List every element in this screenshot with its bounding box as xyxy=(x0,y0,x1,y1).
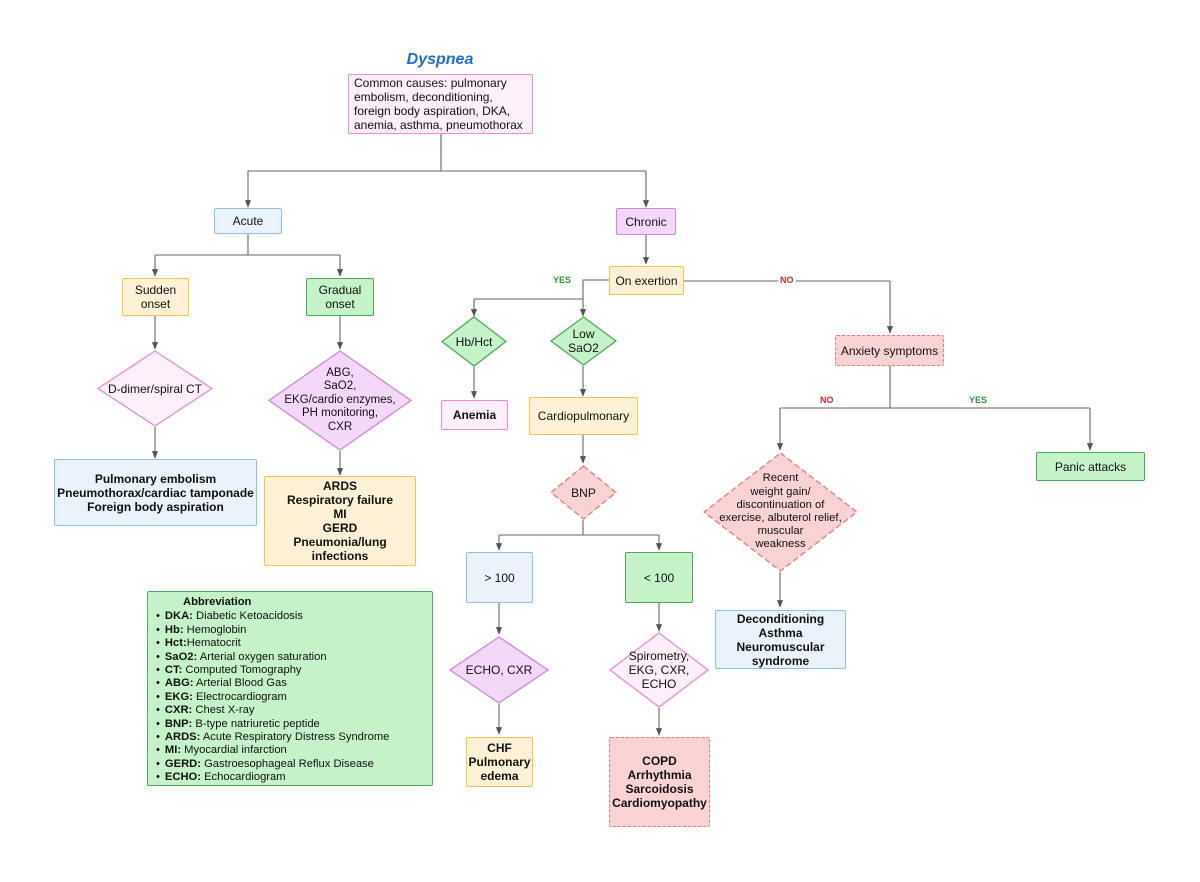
bnp-diamond: BNP xyxy=(549,465,618,520)
abbreviation-definition: Acute Respiratory Distress Syndrome xyxy=(200,731,390,744)
deconditioning-box: Deconditioning Asthma Neuromuscular synd… xyxy=(715,610,846,669)
anemia-label: Anemia xyxy=(452,408,497,422)
abbreviation-item: GERD: Gastroesophageal Reflux Disease xyxy=(156,758,426,771)
sudden-onset-label: Sudden onset xyxy=(134,283,177,311)
anxiety-no-label: NO xyxy=(818,395,836,405)
abbreviation-definition: Diabetic Ketoacidosis xyxy=(192,610,303,623)
cardiopulmonary-box: Cardiopulmonary xyxy=(529,397,638,435)
d-dimer-label: D-dimer/spiral CT xyxy=(107,381,202,396)
abbreviation-item: ECHO: Echocardiogram xyxy=(156,771,426,784)
abbreviation-definition: Arterial Blood Gas xyxy=(193,677,287,690)
abbreviation-term: CT: xyxy=(164,664,183,677)
low-sao2-diamond: Low SaO2 xyxy=(549,316,618,366)
abbreviation-item: BNP: B-type natriuretic peptide xyxy=(156,718,426,731)
on-exertion-box: On exertion xyxy=(609,266,684,295)
abbreviation-term: CXR: xyxy=(164,704,193,717)
copd-box: COPD Arrhythmia Sarcoidosis Cardiomyopat… xyxy=(609,737,710,827)
bnp-low-label: < 100 xyxy=(643,570,675,585)
abbreviation-term: Hb: xyxy=(164,623,184,636)
low-sao2-label: Low SaO2 xyxy=(568,327,599,355)
recent-weight-gain-diamond: Recent weight gain/ discontinuation of e… xyxy=(702,452,859,572)
abbreviation-definition: Myocardial infarction xyxy=(181,744,287,757)
abbreviation-term: ABG: xyxy=(164,677,194,690)
on-exertion-label: On exertion xyxy=(615,273,678,288)
abbreviation-item: DKA: Diabetic Ketoacidosis xyxy=(156,610,426,623)
abbreviation-item: EKG: Electrocardiogram xyxy=(156,691,426,704)
abbreviation-definition: Hematocrit xyxy=(186,637,241,650)
abbreviation-item: Hct:Hematocrit xyxy=(156,637,426,650)
gradual-onset-box: Gradual onset xyxy=(306,278,374,316)
anxiety-symptoms-box: Anxiety symptoms xyxy=(835,335,944,366)
abbreviation-term: EKG: xyxy=(164,690,193,703)
anxiety-symptoms-label: Anxiety symptoms xyxy=(840,343,939,358)
anemia-box: Anemia xyxy=(441,400,508,430)
abbreviation-term: ECHO: xyxy=(164,771,201,784)
chronic-label: Chronic xyxy=(625,214,667,229)
acute-box: Acute xyxy=(214,208,282,234)
panic-attacks-label: Panic attacks xyxy=(1054,459,1127,474)
common-causes-text: Common causes: pulmonary embolism, decon… xyxy=(354,76,523,132)
echo-cxr-diamond: ECHO, CXR xyxy=(448,636,550,704)
copd-text: COPD Arrhythmia Sarcoidosis Cardiomyopat… xyxy=(612,754,707,810)
diagram-title: Dyspnea xyxy=(406,51,474,68)
exertion-no-label: NO xyxy=(778,275,796,285)
deconditioning-text: Deconditioning Asthma Neuromuscular synd… xyxy=(736,611,825,668)
abbreviation-term: BNP: xyxy=(164,717,193,730)
abbreviation-term: GERD: xyxy=(164,757,201,770)
abbreviation-definition: B-type natriuretic peptide xyxy=(192,717,320,730)
abg-tests-label: ABG, SaO2, EKG/cardio enzymes, PH monito… xyxy=(284,366,396,433)
exertion-yes-label: YES xyxy=(551,275,574,285)
spirometry-diamond: Spirometry, EKG, CXR, ECHO xyxy=(608,632,710,708)
abbreviation-definition: Gastroesophageal Reflux Disease xyxy=(200,757,374,770)
acute-label: Acute xyxy=(232,214,264,228)
abbreviation-definition: Echocardiogram xyxy=(200,771,286,784)
acute-gradual-diagnoses-text: ARDS Respiratory failure MI GERD Pneumon… xyxy=(286,479,394,563)
chf-text: CHF Pulmonary edema xyxy=(468,741,531,783)
abbreviation-item: SaO2: Arterial oxygen saturation xyxy=(156,651,426,664)
abbreviation-item: ARDS: Acute Respiratory Distress Syndrom… xyxy=(156,731,426,744)
abbreviation-definition: Computed Tomography xyxy=(182,664,302,677)
hb-hct-diamond: Hb/Hct xyxy=(440,316,508,367)
acute-sudden-diagnoses-box: Pulmonary embolism Pneumothorax/cardiac … xyxy=(54,459,257,526)
abbreviation-list: DKA: Diabetic Ketoacidosis Hb: Hemoglobi… xyxy=(156,610,426,784)
abbreviation-term: SaO2: xyxy=(164,650,198,663)
recent-weight-gain-label: Recent weight gain/ discontinuation of e… xyxy=(719,472,842,551)
bnp-high-box: > 100 xyxy=(466,552,533,603)
abbreviation-item: Hb: Hemoglobin xyxy=(156,624,426,637)
abbreviation-legend: Abbreviation DKA: Diabetic Ketoacidosis … xyxy=(147,591,433,786)
anxiety-yes-label: YES xyxy=(967,395,990,405)
abbreviation-term: DKA: xyxy=(164,610,193,623)
bnp-label: BNP xyxy=(571,485,596,500)
abbreviation-definition: Chest X-ray xyxy=(192,704,255,717)
abbreviation-term: MI: xyxy=(164,744,182,757)
chronic-box: Chronic xyxy=(616,208,676,235)
abbreviation-item: CT: Computed Tomography xyxy=(156,664,426,677)
abbreviation-term: Hct: xyxy=(164,637,187,650)
abbreviation-item: ABG: Arterial Blood Gas xyxy=(156,677,426,690)
acute-gradual-diagnoses-box: ARDS Respiratory failure MI GERD Pneumon… xyxy=(264,476,416,566)
abbreviation-item: CXR: Chest X-ray xyxy=(156,704,426,717)
acute-sudden-diagnoses-text: Pulmonary embolism Pneumothorax/cardiac … xyxy=(57,471,254,514)
gradual-onset-label: Gradual onset xyxy=(318,283,362,311)
cardiopulmonary-label: Cardiopulmonary xyxy=(537,409,630,423)
bnp-low-box: < 100 xyxy=(625,552,693,603)
sudden-onset-box: Sudden onset xyxy=(122,278,189,316)
spirometry-label: Spirometry, EKG, CXR, ECHO xyxy=(628,649,690,691)
common-causes-box: Common causes: pulmonary embolism, decon… xyxy=(348,74,533,134)
abbreviation-term: ARDS: xyxy=(164,731,201,744)
hb-hct-label: Hb/Hct xyxy=(455,334,493,349)
abbreviation-definition: Electrocardiogram xyxy=(192,690,287,703)
abbreviation-heading: Abbreviation xyxy=(183,596,252,608)
abbreviation-definition: Arterial oxygen saturation xyxy=(197,650,327,663)
echo-cxr-label: ECHO, CXR xyxy=(465,663,533,677)
abbreviation-item: MI: Myocardial infarction xyxy=(156,744,426,757)
d-dimer-diamond: D-dimer/spiral CT xyxy=(96,350,214,427)
abg-tests-diamond: ABG, SaO2, EKG/cardio enzymes, PH monito… xyxy=(267,350,413,451)
bnp-high-label: > 100 xyxy=(484,570,515,585)
abbreviation-definition: Hemoglobin xyxy=(183,623,247,636)
chf-box: CHF Pulmonary edema xyxy=(466,737,533,787)
panic-attacks-box: Panic attacks xyxy=(1036,452,1145,481)
